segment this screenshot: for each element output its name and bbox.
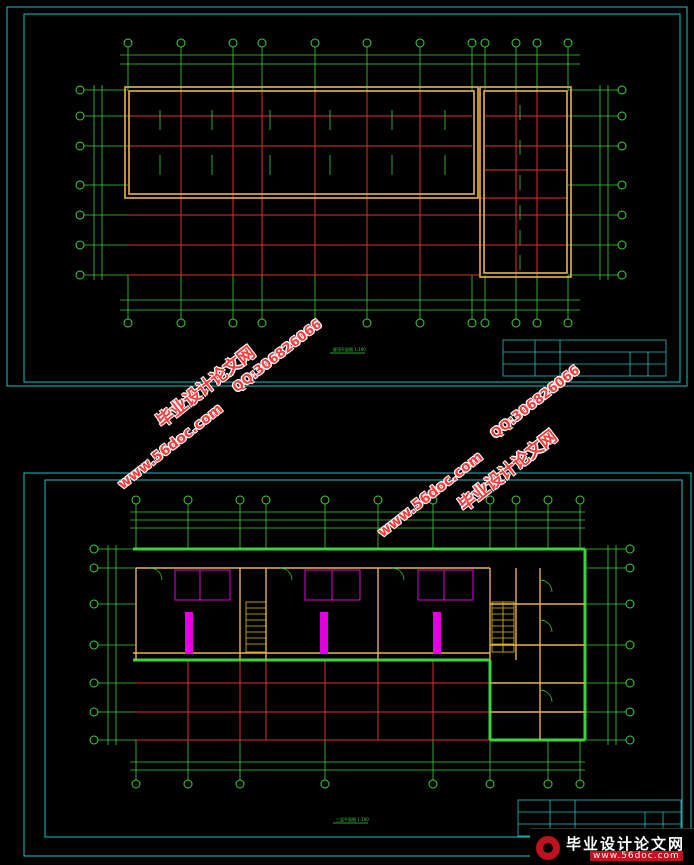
bottom-sheet-outer-frame	[23, 472, 692, 857]
top-drainage-arrows	[159, 105, 521, 270]
bottom-beam-grid	[136, 660, 490, 741]
bottom-bathrooms	[174, 569, 474, 601]
top-title-block	[502, 339, 667, 377]
bottom-sheet-title: 三层平面图 1:100	[336, 816, 369, 822]
top-beam-grid	[128, 90, 568, 276]
bottom-stairs	[245, 601, 515, 653]
bottom-inner-walls	[133, 567, 585, 740]
bottom-doors	[149, 567, 553, 703]
bottom-axis-bubbles	[89, 495, 635, 789]
bottom-fixture-stacks	[185, 612, 441, 654]
bottom-sheet: 三层平面图 1:100	[23, 472, 692, 857]
logo-mark-icon	[536, 836, 560, 860]
top-sheet-title: 屋顶平面图 1:100	[333, 346, 366, 352]
site-logo: 毕业设计论文网 www.56doc.com	[530, 828, 694, 865]
top-dimension-lines	[84, 47, 618, 319]
top-axis-bubbles	[75, 38, 627, 328]
top-sheet: 屋顶平面图 1:100	[6, 6, 688, 387]
top-parapet	[124, 86, 572, 278]
bottom-dimension-lines	[98, 504, 626, 780]
logo-site-name: 毕业设计论文网	[566, 835, 686, 853]
logo-site-url: www.56doc.com	[590, 851, 683, 861]
top-sheet-inner-frame	[23, 13, 681, 383]
top-sheet-outer-frame	[6, 6, 688, 387]
bottom-sheet-inner-frame	[44, 479, 683, 838]
